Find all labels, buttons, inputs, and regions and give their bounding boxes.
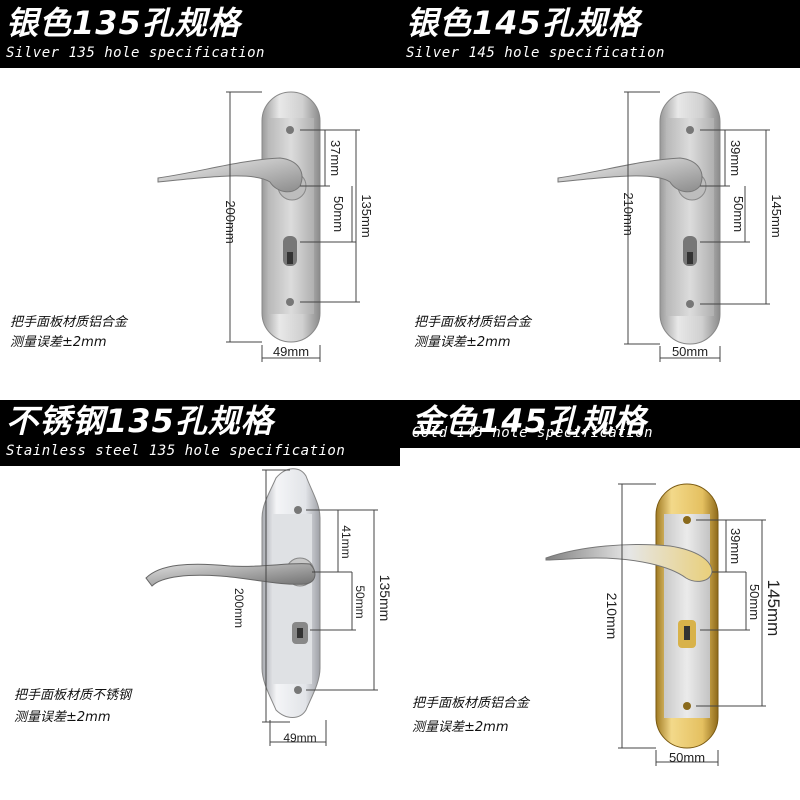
- panel-subtitle: Silver 135 hole specification: [6, 45, 265, 61]
- panel-title: 金色145孔规格: [412, 402, 647, 440]
- material-note: 把手面板材质不锈钢: [14, 688, 132, 703]
- screw-top: [683, 516, 691, 524]
- dim-width: 50mm: [672, 344, 708, 359]
- lever-handle: [545, 544, 713, 582]
- plate-brushed-center: [666, 118, 714, 316]
- tolerance-note: 测量误差±2mm: [412, 720, 509, 735]
- dim-holes: 145mm: [769, 194, 784, 237]
- plate-brushed-center: [272, 514, 312, 684]
- lock-diagram-gold-145: 210mm 39mm 50mm 145mm 50mm: [545, 483, 783, 766]
- panel-subtitle: Gold 145 hole specification: [412, 425, 654, 441]
- material-note: 把手面板材质铝合金: [414, 315, 532, 330]
- lock-diagram-stainless-135: 200mm 41mm 50mm 135mm 49mm: [145, 468, 393, 746]
- screw-top: [294, 506, 302, 514]
- screw-top: [286, 126, 294, 134]
- dim-height: 210mm: [604, 593, 620, 640]
- dim-holes: 145mm: [764, 580, 783, 637]
- dim-mid: 50mm: [331, 196, 346, 232]
- screw-bottom: [683, 702, 691, 710]
- panel-subtitle: Silver 145 hole specification: [406, 45, 665, 61]
- dim-top: 39mm: [728, 140, 743, 176]
- panel-stainless-135: 不锈钢135孔规格 Stainless steel 135 hole speci…: [0, 400, 400, 800]
- dim-top: 41mm: [339, 525, 353, 558]
- title-banner: 不锈钢135孔规格 Stainless steel 135 hole speci…: [0, 400, 400, 466]
- dim-holes: 135mm: [359, 194, 374, 237]
- screw-top: [686, 126, 694, 134]
- screw-bottom: [286, 298, 294, 306]
- panel-silver-145: 银色145孔规格 Silver 145 hole specification: [400, 0, 800, 400]
- panel-title: 银色135孔规格: [6, 4, 241, 42]
- dim-height: 200mm: [223, 200, 238, 243]
- plate-brushed-center: [664, 514, 710, 718]
- key-cylinder: [683, 236, 697, 266]
- dim-height: 200mm: [232, 588, 246, 628]
- lever-handle: [557, 157, 703, 193]
- lever-handle: [145, 563, 316, 587]
- panel-title: 银色145孔规格: [406, 4, 641, 42]
- dim-mid: 50mm: [353, 585, 367, 618]
- panel-title: 不锈钢135孔规格: [6, 402, 274, 440]
- screw-bottom: [686, 300, 694, 308]
- dim-top: 37mm: [328, 140, 343, 176]
- dim-mid: 50mm: [731, 196, 746, 232]
- plate-brushed-center: [268, 118, 314, 314]
- key-cylinder: [283, 236, 297, 266]
- dim-holes: 135mm: [377, 575, 393, 622]
- lock-diagram-silver-145: 210mm 39mm 50mm 145mm 50mm: [557, 91, 784, 362]
- panel-gold-145: 金色145孔规格 Gold 145 hole specification: [400, 400, 800, 800]
- dim-top: 39mm: [728, 528, 743, 564]
- dim-mid: 50mm: [747, 584, 762, 620]
- tolerance-note: 测量误差±2mm: [414, 335, 511, 350]
- panel-silver-135: 银色135孔规格 Silver 135 hole specification: [0, 0, 400, 400]
- tolerance-note: 测量误差±2mm: [10, 335, 107, 350]
- dim-width: 49mm: [273, 344, 309, 359]
- tolerance-note: 测量误差±2mm: [14, 710, 111, 725]
- material-note: 把手面板材质铝合金: [412, 696, 530, 711]
- screw-bottom: [294, 686, 302, 694]
- material-note: 把手面板材质铝合金: [10, 315, 128, 330]
- title-banner: 金色145孔规格 Gold 145 hole specification: [400, 400, 800, 448]
- dim-width: 49mm: [283, 731, 316, 745]
- panel-subtitle: Stainless steel 135 hole specification: [6, 443, 346, 459]
- title-banner: 银色145孔规格 Silver 145 hole specification: [400, 0, 800, 68]
- title-banner: 银色135孔规格 Silver 135 hole specification: [0, 0, 400, 68]
- dim-height: 210mm: [621, 192, 636, 235]
- dim-width: 50mm: [669, 750, 705, 765]
- lock-diagram-silver-135: 200mm 37mm 50mm 135mm 49mm: [157, 91, 374, 362]
